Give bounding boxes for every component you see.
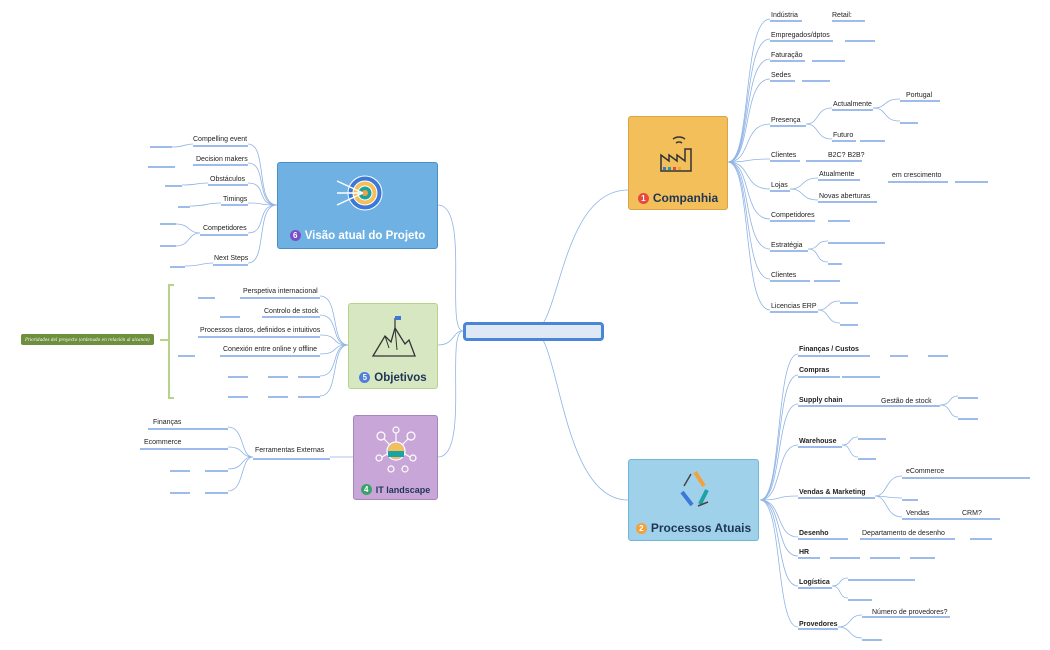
node-hr[interactable]: HR [799,549,810,556]
network-icon [375,426,417,473]
hub-title: Visão atual do Projeto [304,230,426,242]
node-ferramentas-externas[interactable]: Ferramentas Externas [255,447,325,454]
underline-strokes [140,20,1030,641]
node-departamento-desenho[interactable]: Departamento de desenho [862,530,945,537]
node-controlo-stock[interactable]: Controlo de stock [264,308,319,315]
node-faturacao[interactable]: Faturação [771,52,803,59]
node-vendas[interactable]: Vendas [906,510,930,517]
number-badge: 1 [637,193,649,204]
node-decision-makers[interactable]: Decision makers [196,156,248,163]
node-supply-chain[interactable]: Supply chain [799,397,843,404]
node-lojas[interactable]: Lojas [771,182,788,189]
priority-note[interactable]: Prioridades del proyecto (ordenado en re… [21,334,154,345]
node-ecommerce[interactable]: eCommerce [906,468,945,475]
node-ecommerce-it[interactable]: Ecommerce [144,439,182,446]
node-presenca[interactable]: Presença [771,117,801,124]
node-novas-aberturas[interactable]: Novas aberturas [819,193,871,200]
node-sedes[interactable]: Sedes [771,72,791,79]
node-competidores[interactable]: Competidores [771,212,815,219]
node-processos-claros[interactable]: Processos claros, definidos e intuitivos [200,327,321,334]
node-futuro[interactable]: Futuro [833,132,854,139]
node-crm[interactable]: CRM? [962,510,982,517]
node-numero-provedores[interactable]: Número de provedores? [872,609,948,616]
node-gestao-stock[interactable]: Gestão de stock [881,398,932,405]
hub-title: Companhia [652,191,719,205]
node-obstaculos[interactable]: Obstáculos [210,176,246,183]
node-atualmente[interactable]: Atualmente [819,171,855,178]
priority-bracket [160,284,174,399]
node-actualmente[interactable]: Actualmente [833,101,872,108]
node-compras[interactable]: Compras [799,367,830,374]
hub-title: Processos Atuais [650,521,752,535]
node-portugal[interactable]: Portugal [906,92,933,99]
node-clientes-2[interactable]: Clientes [771,272,797,279]
node-desenho[interactable]: Desenho [799,530,829,537]
node-empregados[interactable]: Empregados/dptos [771,32,830,39]
factory-icon [660,136,692,172]
node-conexion-online-offline[interactable]: Conexión entre online y offline [223,346,318,353]
recycle-icon [680,470,709,507]
node-logistica[interactable]: Logística [799,579,830,586]
number-badge: 2 [635,523,647,534]
central-topic[interactable] [463,322,604,341]
node-vendas-marketing[interactable]: Vendas & Marketing [799,489,866,496]
target-icon [336,175,383,211]
node-licencias-erp[interactable]: Licencias ERP [771,303,817,310]
node-b2c-b2b[interactable]: B2C? B2B? [828,152,865,159]
node-clientes[interactable]: Clientes [771,152,797,159]
node-next-steps[interactable]: Next Steps [214,255,249,262]
hub-title: Objetivos [374,372,427,384]
node-provedores[interactable]: Provedores [799,621,838,628]
mountain-flag-icon [371,316,416,357]
node-financas-custos[interactable]: Finanças / Custos [799,346,859,353]
number-badge: 6 [289,230,301,241]
node-timings[interactable]: Timings [223,196,248,203]
node-industria[interactable]: Indústria [771,12,798,19]
node-financas[interactable]: Finanças [153,419,182,426]
number-badge: 5 [359,372,371,383]
node-perspetiva-internacional[interactable]: Perspetiva internacional [243,288,318,295]
node-em-crescimento[interactable]: em crescimento [892,172,942,179]
node-warehouse[interactable]: Warehouse [799,438,837,445]
number-badge: 4 [360,484,372,495]
node-retail[interactable]: Retail: [832,12,852,19]
node-estrategia[interactable]: Estratégia [771,242,803,249]
node-competidores-visao[interactable]: Competidores [203,225,247,232]
node-compelling-event[interactable]: Compelling event [193,136,248,143]
connector-lines [171,18,959,639]
hub-title: IT landscape [375,485,431,495]
